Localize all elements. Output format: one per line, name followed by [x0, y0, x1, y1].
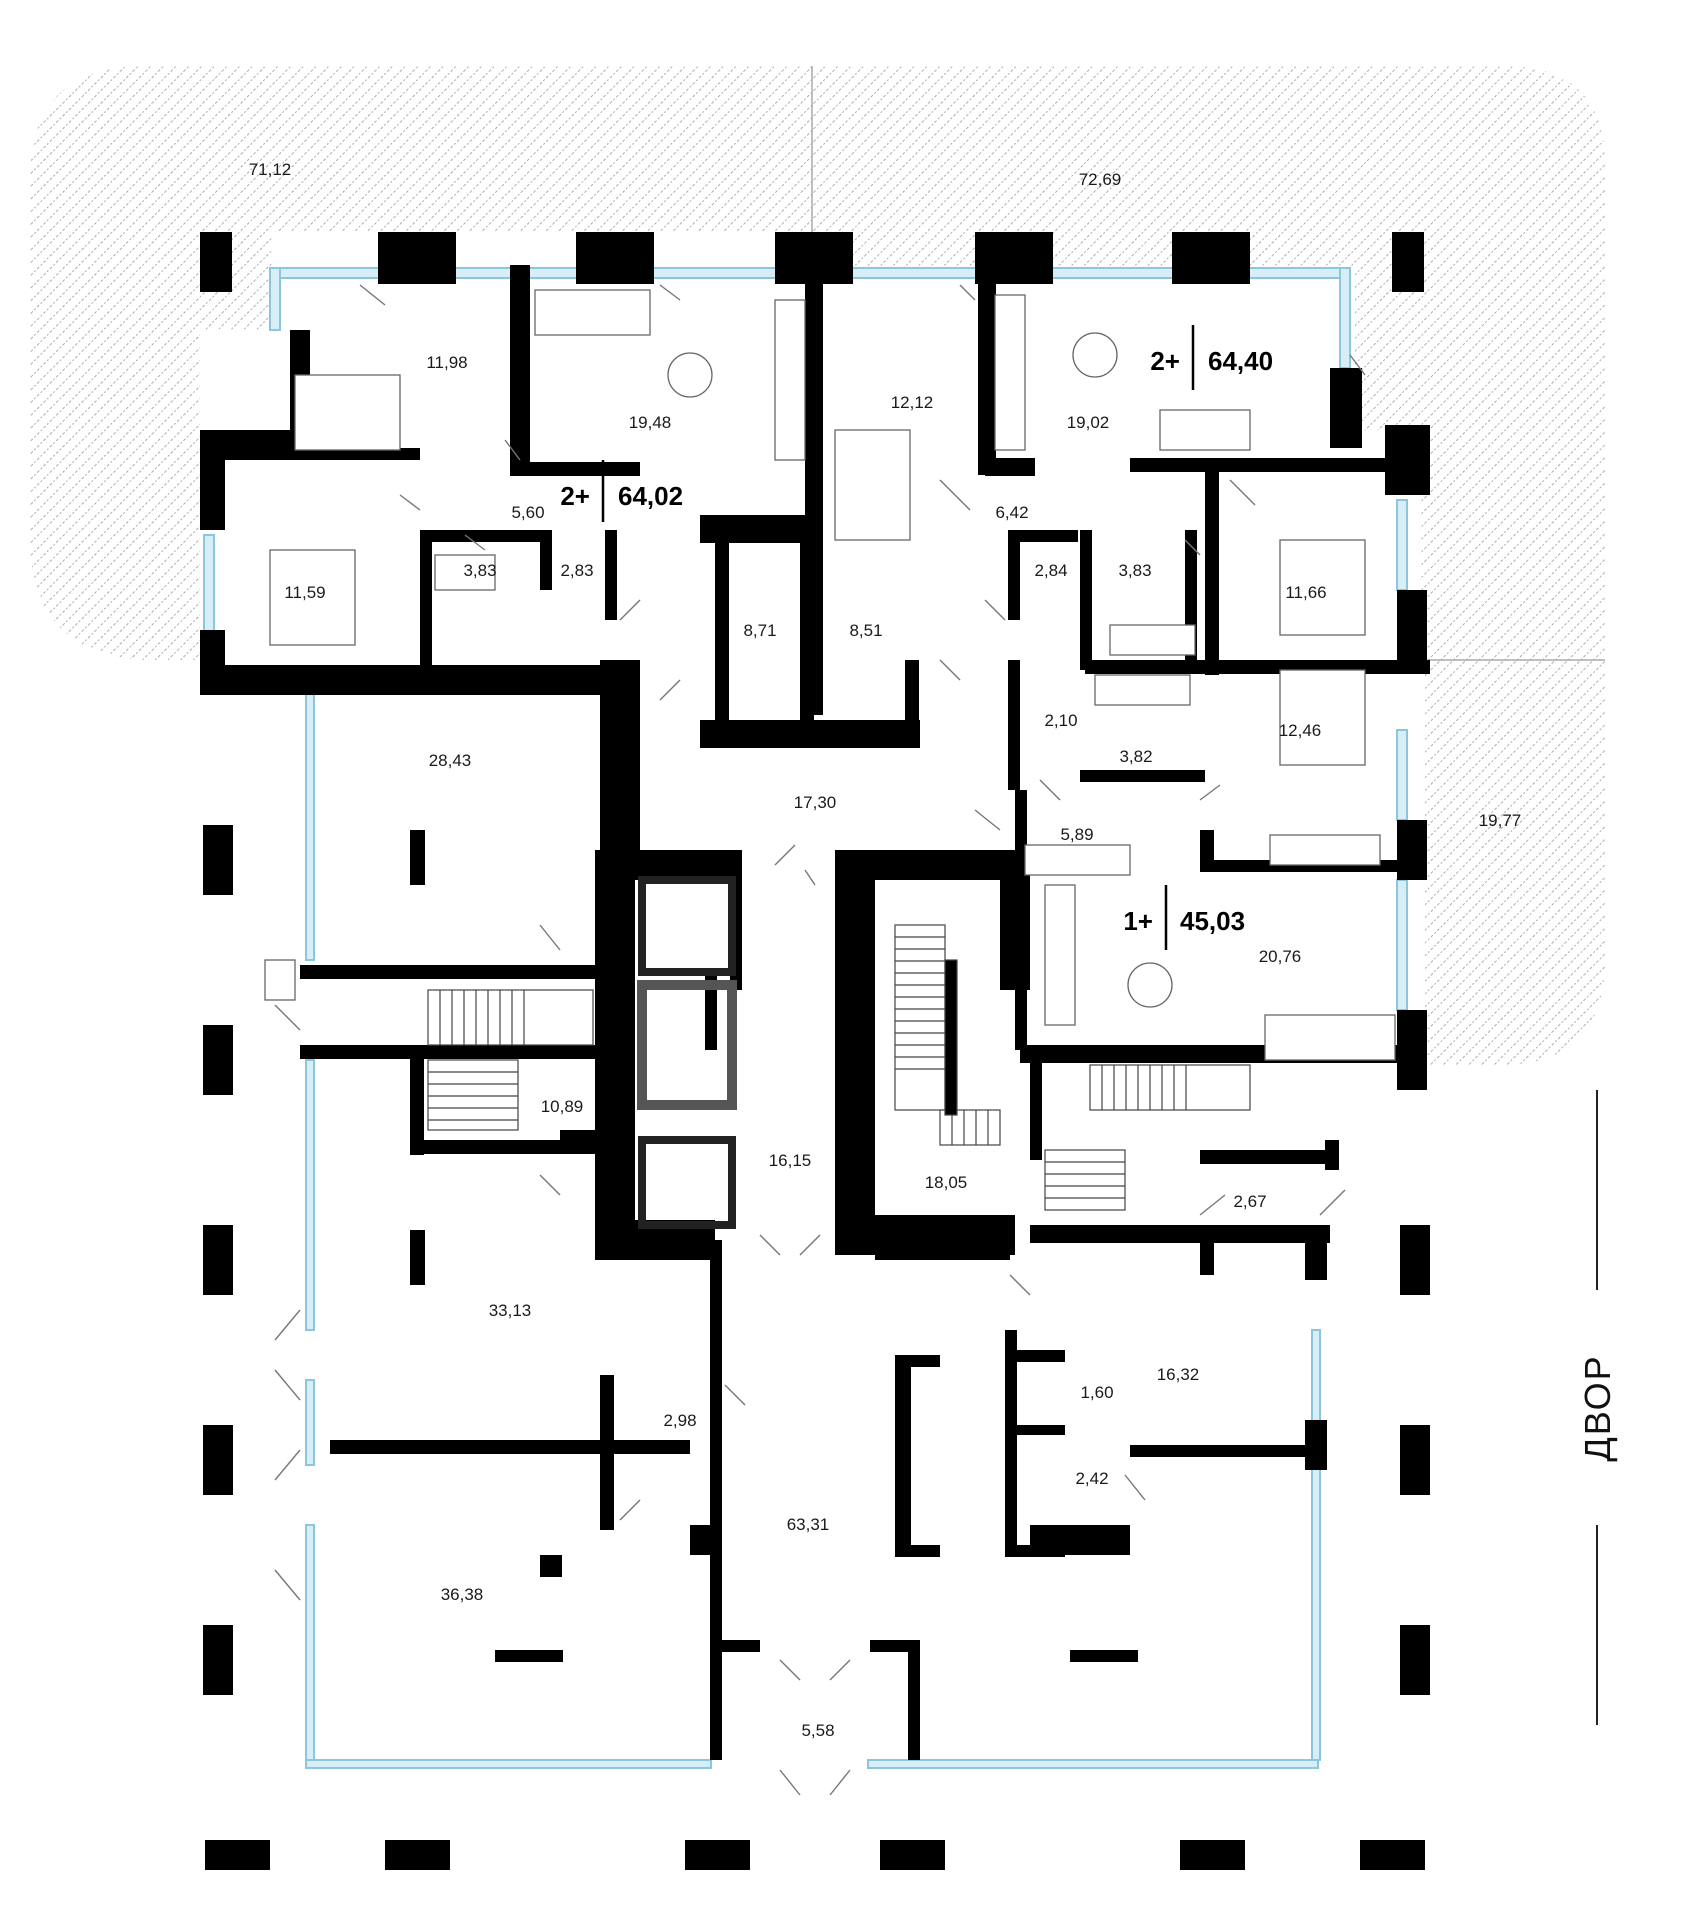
apartment-tag[interactable]: 2+ 64,02 [560, 460, 683, 522]
terrace-top-right [812, 66, 1605, 660]
room-area: 28,43 [429, 751, 472, 770]
room-area: 2,42 [1075, 1469, 1108, 1488]
room-area: 11,66 [1285, 583, 1326, 602]
room-area: 19,02 [1067, 413, 1110, 432]
room-area: 2,98 [663, 1411, 696, 1430]
apartment-area: 45,03 [1180, 906, 1245, 936]
room-area: 19,48 [629, 413, 672, 432]
room-area: 2,67 [1233, 1192, 1266, 1211]
room-area: 11,59 [284, 583, 325, 602]
apartment-tag[interactable]: 2+ 64,40 [1150, 325, 1273, 390]
room-area: 2,84 [1034, 561, 1067, 580]
terraces [30, 66, 1605, 1065]
room-area: 63,31 [787, 1515, 830, 1534]
room-area: 10,89 [541, 1097, 584, 1116]
room-area: 6,42 [995, 503, 1028, 522]
apartment-area: 64,40 [1208, 346, 1273, 376]
terrace-left [30, 66, 812, 660]
room-area: 20,76 [1259, 947, 1302, 966]
room-area: 11,98 [426, 353, 467, 372]
room-area: 2,83 [560, 561, 593, 580]
door-swings [274, 284, 1366, 1796]
apartment-type: 2+ [560, 481, 590, 511]
room-area: 12,46 [1279, 721, 1322, 740]
apartment-tag[interactable]: 1+ 45,03 [1123, 885, 1245, 950]
room-area: 5,60 [511, 503, 544, 522]
room-area: 1,60 [1080, 1383, 1113, 1402]
apartment-type: 1+ [1123, 906, 1153, 936]
room-area: 16,15 [769, 1151, 812, 1170]
yard-label: ДВОР [1577, 1354, 1618, 1461]
room-area: 8,71 [743, 621, 776, 640]
apartment-type: 2+ [1150, 346, 1180, 376]
room-area: 16,32 [1157, 1365, 1200, 1384]
room-area: 8,51 [849, 621, 882, 640]
terrace-right [1420, 660, 1605, 1065]
terrace-left-area: 71,12 [249, 160, 292, 179]
room-area: 5,89 [1060, 825, 1093, 844]
room-area: 3,83 [1118, 561, 1151, 580]
room-area: 12,12 [891, 393, 934, 412]
room-area: 33,13 [489, 1301, 532, 1320]
terrace-top-right-area: 72,69 [1079, 170, 1122, 189]
stairs [427, 924, 1251, 1211]
room-area: 18,05 [925, 1173, 968, 1192]
room-area: 36,38 [441, 1585, 484, 1604]
room-area: 3,83 [463, 561, 496, 580]
room-area: 3,82 [1119, 747, 1152, 766]
apartment-area: 64,02 [618, 481, 683, 511]
room-area: 2,10 [1044, 711, 1077, 730]
room-area: 17,30 [794, 793, 837, 812]
yard-marker: ДВОР [1577, 1090, 1618, 1725]
terrace-right-area: 19,77 [1479, 811, 1522, 830]
walls [200, 232, 1430, 1870]
room-area: 5,58 [801, 1721, 834, 1740]
furniture [264, 289, 1396, 1061]
area-labels: 71,12 72,69 19,77 11,98 19,48 5,60 11,59… [249, 160, 1522, 1740]
